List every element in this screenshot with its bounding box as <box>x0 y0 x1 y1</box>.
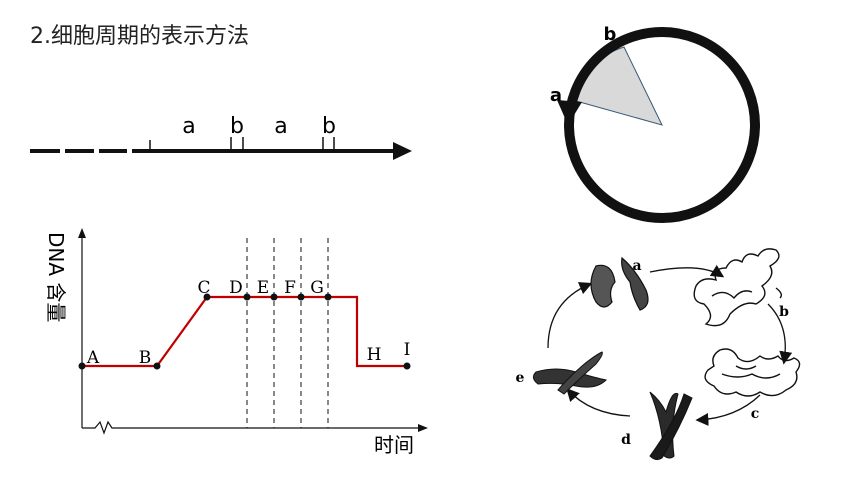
point-I <box>403 362 411 370</box>
point-A <box>78 362 86 370</box>
timeline-label: a <box>182 114 195 139</box>
point-label: G <box>310 278 324 298</box>
point-label: I <box>404 340 411 360</box>
point-label: C <box>197 278 210 298</box>
cycle-arrowhead <box>557 100 582 125</box>
point-label: A <box>86 348 100 368</box>
cycle-arrow <box>695 394 761 426</box>
chromosome-cycle-diagram: a b c d e <box>516 248 801 461</box>
timeline-label: b <box>230 114 244 139</box>
cycle-arrow <box>649 264 725 278</box>
cycle-ring <box>564 27 760 223</box>
page-title: 2.细胞周期的表示方法 <box>30 24 249 49</box>
chromatin-stage-c <box>704 348 801 397</box>
chromosome-stage-d <box>649 391 693 461</box>
x-axis <box>82 420 420 435</box>
timeline-arrowhead <box>393 142 412 160</box>
stage-label: e <box>516 370 525 386</box>
timeline-label: a <box>274 114 287 139</box>
point-G <box>324 293 332 301</box>
point-B <box>153 362 161 370</box>
x-axis-label: 时间 <box>374 433 414 457</box>
point-D <box>243 293 251 301</box>
timeline-label: b <box>322 114 336 139</box>
point-C <box>203 293 211 301</box>
chromosome-stage-e <box>532 351 608 395</box>
circle-label-b: b <box>604 24 617 45</box>
dna-content-graph: A B C D E F G H I DNA 含量 时间 <box>44 228 428 457</box>
point-F <box>297 293 305 301</box>
point-label: F <box>284 278 296 298</box>
chromatin-stage-b <box>693 248 783 327</box>
cycle-arrow <box>767 303 793 365</box>
chromosome-stage-a <box>590 256 649 311</box>
y-axis-arrow <box>78 228 86 238</box>
stage-label: c <box>751 406 760 422</box>
point-label: H <box>367 345 382 365</box>
point-E <box>270 293 278 301</box>
y-axis-label: DNA 含量 <box>44 232 68 322</box>
stage-label: b <box>779 304 789 320</box>
stage-label: a <box>632 258 641 274</box>
x-axis-arrow <box>418 424 428 432</box>
cycle-arrow <box>566 388 631 417</box>
point-label: E <box>257 278 269 298</box>
point-label: B <box>139 348 152 368</box>
circle-label-a: a <box>550 85 562 106</box>
cycle-arrow <box>547 282 593 349</box>
circle-cycle-diagram: a b <box>550 24 760 223</box>
dna-curve <box>82 295 407 368</box>
timeline-diagram: a b a b <box>30 114 412 160</box>
point-label: D <box>229 278 243 298</box>
stage-label: d <box>621 432 631 448</box>
